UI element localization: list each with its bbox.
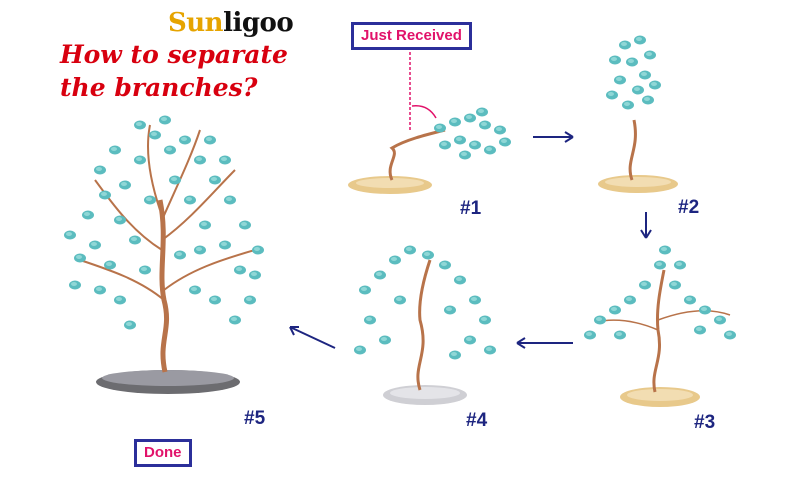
- step-label-2: #2: [678, 197, 700, 218]
- page-heading: How to separate the branches?: [60, 38, 288, 104]
- done-tag: Done: [134, 439, 192, 467]
- arrow-1-to-2: [533, 131, 574, 143]
- step-label-3: #3: [694, 412, 716, 433]
- heading-line-1: How to separate: [60, 40, 288, 69]
- arrow-2-to-3: [640, 212, 652, 239]
- arrow-4-to-5: [289, 326, 336, 349]
- brand-logo: Sunligoo: [168, 8, 294, 38]
- arrow-3-to-4: [516, 337, 573, 349]
- tree-4: [354, 245, 496, 405]
- step-label-4: #4: [466, 410, 488, 431]
- just-received-tag: Just Received: [351, 22, 472, 50]
- step-label-1: #1: [460, 198, 482, 219]
- heading-line-2: the branches?: [60, 73, 258, 102]
- step-label-5: #5: [244, 408, 266, 429]
- angle-arc: [411, 105, 437, 119]
- tree-2: [598, 35, 678, 193]
- logo-sun: Sun: [168, 8, 224, 38]
- tree-3: [584, 245, 736, 407]
- logo-rest: ligoo: [223, 8, 294, 38]
- tree-1: [348, 107, 511, 194]
- tree-5: [64, 115, 264, 394]
